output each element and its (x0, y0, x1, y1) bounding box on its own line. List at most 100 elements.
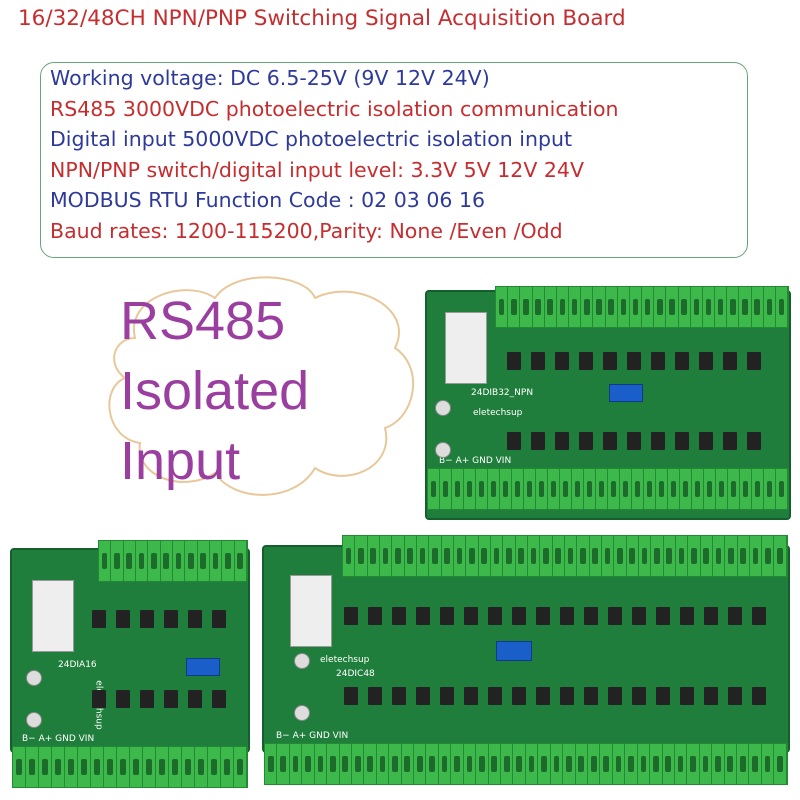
optocoupler-chip (579, 352, 593, 370)
terminal-screw (663, 744, 675, 784)
terminal-screw (704, 469, 716, 509)
terminal-screw (614, 536, 627, 576)
terminal-screw (577, 536, 590, 576)
terminal-screw (340, 744, 352, 784)
terminal-screw (538, 744, 551, 784)
optocoupler-chip (344, 687, 358, 705)
terminal-screw (703, 287, 716, 327)
terminal-screw (524, 469, 536, 509)
optocoupler-chip (728, 687, 742, 705)
terminal-screw (13, 747, 26, 787)
power-label: B− A+ GND VIN (22, 734, 95, 744)
optocoupler-chip (392, 687, 406, 705)
dip-switch (496, 641, 532, 661)
terminal-screw (364, 744, 377, 784)
terminal-screw (560, 469, 572, 509)
terminal-screw (593, 287, 606, 327)
optocoupler-chip (416, 607, 430, 625)
terminal-screw (489, 744, 502, 784)
terminal-screw (740, 469, 752, 509)
capacitor (294, 705, 310, 721)
terminal-screw (380, 536, 393, 576)
optocoupler-chip (464, 607, 478, 625)
terminal-screw (762, 744, 775, 784)
optocoupler-chip (92, 610, 106, 628)
board-model: 24DIB32_NPN (471, 388, 534, 398)
optocoupler-chip (140, 610, 154, 628)
terminal-screw (749, 744, 762, 784)
terminal-screw (491, 536, 504, 576)
terminal-screw (451, 744, 464, 784)
terminal-screw (452, 469, 464, 509)
terminal-screw (679, 287, 691, 327)
terminal-screw (739, 287, 752, 327)
terminal-screw (630, 287, 643, 327)
terminal-screw (716, 469, 728, 509)
spec-line: RS485 3000VDC photoelectric isolation co… (50, 96, 619, 121)
terminal-screw (548, 469, 560, 509)
optocoupler-chip (560, 607, 574, 625)
optocoupler-chip (752, 607, 766, 625)
optocoupler-chip (608, 607, 622, 625)
terminal-screw (752, 469, 764, 509)
terminal-screw (479, 536, 491, 576)
terminal-screw (642, 287, 655, 327)
terminal-screw (540, 536, 553, 576)
terminal-screw (668, 469, 680, 509)
terminal-screw (644, 469, 656, 509)
terminal-screw (692, 469, 704, 509)
terminal-screw (581, 287, 594, 327)
terminal-screw (572, 469, 584, 509)
terminal-screw (464, 744, 477, 784)
terminal-screw (565, 536, 578, 576)
terminal-screw (143, 747, 156, 787)
optocoupler-chip (584, 607, 598, 625)
terminal-screw (715, 287, 728, 327)
terminal-screw (124, 541, 136, 581)
capacitor (435, 400, 451, 416)
optocoupler-chip (560, 687, 574, 705)
board-32ch: 24DIB32_NPN eletechsup B− A+ GND VIN (425, 286, 791, 520)
terminal-screw (221, 747, 234, 787)
terminal-screw (569, 287, 582, 327)
optocoupler-chip (555, 352, 569, 370)
terminal-block-bottom (427, 468, 789, 510)
terminal-screw (774, 744, 787, 784)
terminal-screw (725, 536, 738, 576)
optocoupler-chip (603, 352, 617, 370)
terminal-screw (727, 287, 740, 327)
terminal-screw (503, 536, 516, 576)
terminal-screw (185, 541, 198, 581)
optocoupler-chip (747, 432, 761, 450)
optocoupler-chip (512, 607, 526, 625)
optocoupler-chip (723, 352, 737, 370)
terminal-screw (590, 536, 602, 576)
terminal-screw (315, 744, 328, 784)
terminal-screw (764, 469, 776, 509)
terminal-screw (701, 536, 713, 576)
terminal-screw (402, 744, 415, 784)
terminal-screw (355, 536, 368, 576)
optocoupler-chip (464, 687, 478, 705)
optocoupler-chip (675, 432, 689, 450)
terminal-screw (738, 536, 750, 576)
terminal-screw (111, 541, 124, 581)
rs485-module (290, 575, 332, 647)
terminal-screw (588, 744, 601, 784)
terminal-screw (712, 744, 725, 784)
optocoupler-chip (675, 352, 689, 370)
optocoupler-chip (507, 432, 521, 450)
terminal-screw (632, 469, 644, 509)
terminal-screw (516, 536, 528, 576)
terminal-screw (290, 744, 303, 784)
terminal-screw (680, 469, 692, 509)
terminal-screw (650, 744, 663, 784)
terminal-screw (169, 747, 182, 787)
terminal-block-top (342, 535, 788, 577)
terminal-screw (392, 536, 405, 576)
optocoupler-chip (699, 432, 713, 450)
power-label: B− A+ GND VIN (276, 731, 349, 741)
optocoupler-chip (188, 690, 202, 708)
terminal-screw (277, 744, 290, 784)
optocoupler-chip (140, 690, 154, 708)
